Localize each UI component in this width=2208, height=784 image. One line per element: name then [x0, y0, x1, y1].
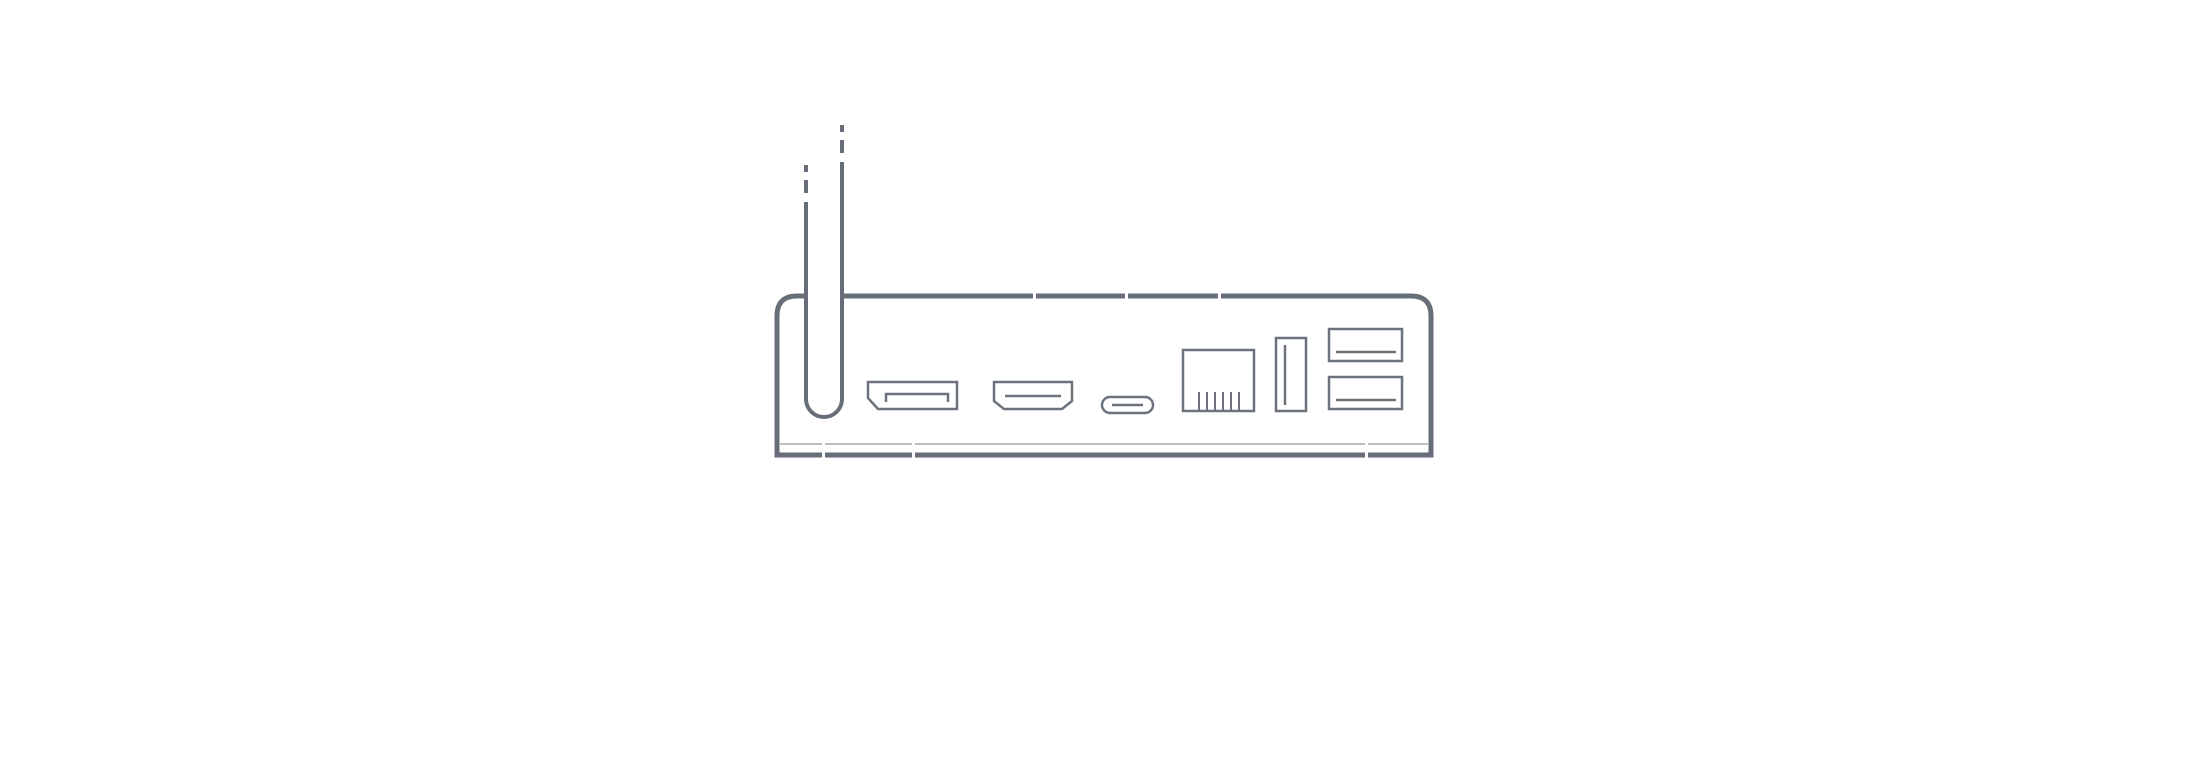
- usb-a-port-bottom: [1327, 375, 1404, 411]
- antenna-loop: [804, 398, 844, 419]
- usb-c-port: [1100, 395, 1155, 415]
- ethernet-port: [1181, 348, 1256, 413]
- ethernet-pins: [1198, 392, 1240, 410]
- usb-a-port-top: [1327, 327, 1404, 363]
- device-body: [774, 293, 1434, 458]
- hdmi-port: [992, 380, 1074, 411]
- usb-a-vertical-port: [1274, 336, 1308, 413]
- displayport-port: [866, 380, 959, 411]
- body-top-edge: [774, 293, 1434, 458]
